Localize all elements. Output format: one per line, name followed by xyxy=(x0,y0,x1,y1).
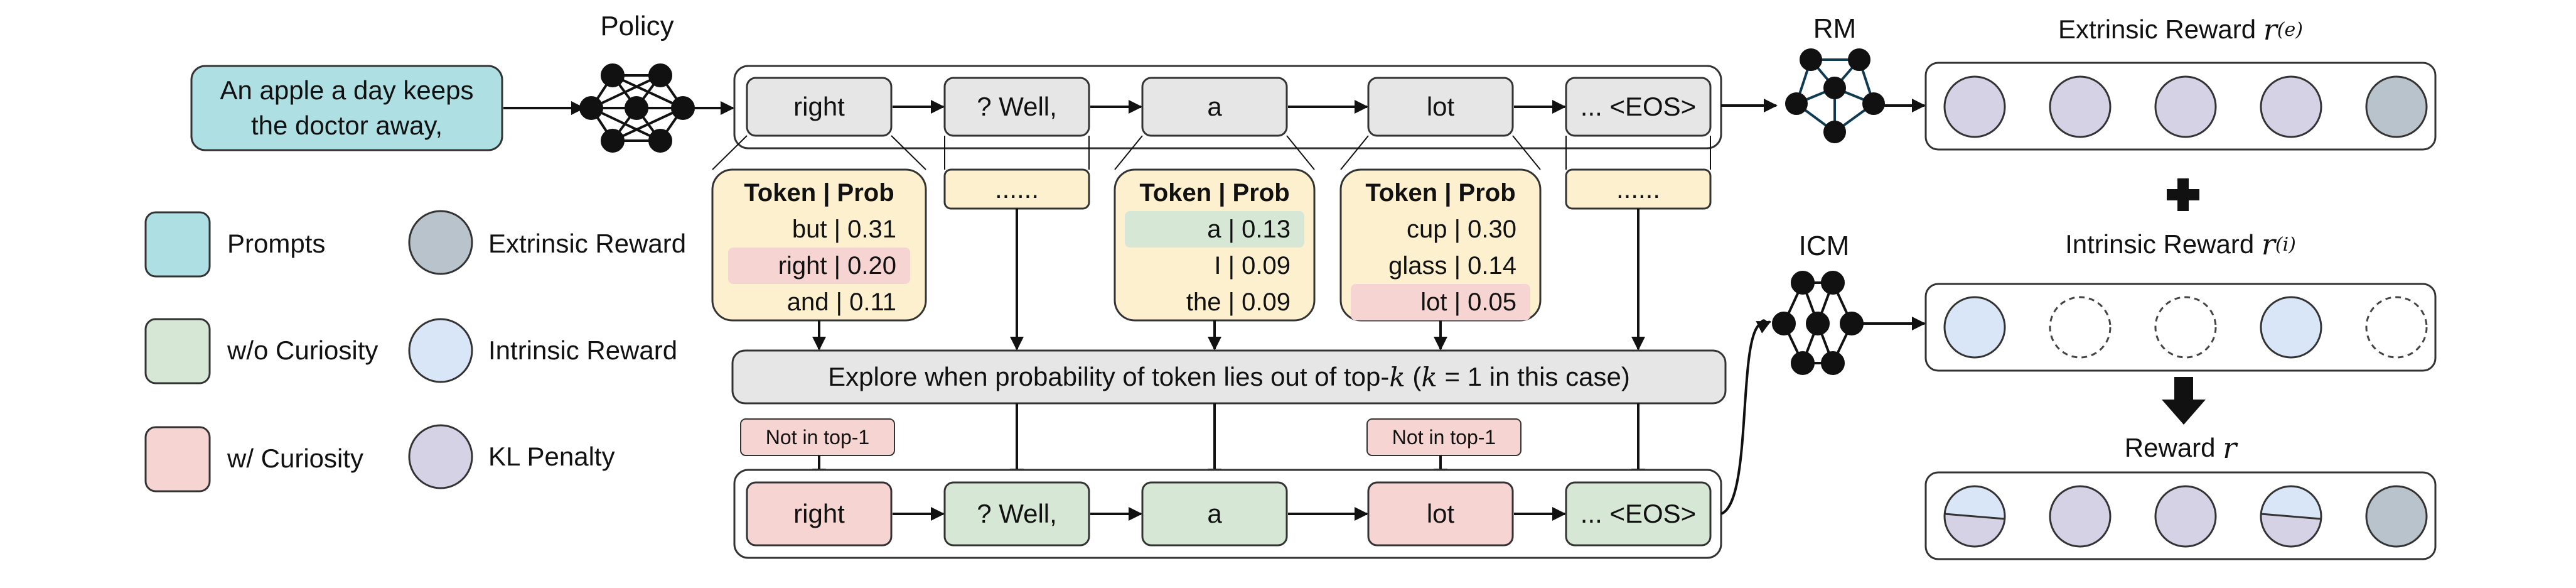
intrinsic-circle-3 xyxy=(2154,296,2217,359)
rm-network-icon xyxy=(1785,48,1885,143)
legend-intrinsic-swatch xyxy=(408,318,473,383)
policy-title: Policy xyxy=(600,11,674,41)
legend-with-curiosity-swatch xyxy=(144,426,211,493)
intrinsic-reward-title: Intrinsic Reward r(i) xyxy=(1926,222,2435,266)
explore-post: = 1 in this case) xyxy=(1437,362,1630,391)
reward-title-symbol: r xyxy=(2223,431,2237,465)
down-arrow-icon xyxy=(2162,377,2206,425)
legend-extrinsic-swatch xyxy=(408,210,473,275)
prob-table-3-row-1: cup | 0.30 xyxy=(1407,215,1516,243)
intrinsic-circle-1 xyxy=(1943,296,2006,359)
legend-kl-label: KL Penalty xyxy=(488,442,615,471)
explore-text: Explore when probability of token lies o… xyxy=(733,351,1725,403)
policy-network-icon xyxy=(579,63,695,153)
prob-table-3-row-2: glass | 0.14 xyxy=(1388,252,1516,280)
reward-circle-3 xyxy=(2154,485,2217,548)
extrinsic-circle-3 xyxy=(2154,75,2217,138)
intrinsic-title-text: Intrinsic Reward xyxy=(2065,229,2262,259)
intrinsic-title-symbol: r xyxy=(2261,227,2275,261)
legend-prompts-swatch xyxy=(144,211,211,278)
extrinsic-title-symbol: r xyxy=(2263,13,2277,46)
top-token-4: lot xyxy=(1426,92,1455,121)
explore-box xyxy=(731,349,1727,405)
prob-table-2-row-3: the | 0.09 xyxy=(1186,288,1291,316)
legend-without-curiosity-label: w/o Curiosity xyxy=(227,335,378,365)
extrinsic-reward-title: Extrinsic Reward r(e) xyxy=(1926,8,2435,52)
prob-table-1-row-2: right | 0.20 xyxy=(728,248,910,284)
ellipsis-2: ...... xyxy=(1616,174,1660,204)
prob-table-2-row-2: I | 0.09 xyxy=(1214,252,1291,280)
ellipsis-1: ...... xyxy=(994,174,1039,204)
prob-table-3-row-3: lot | 0.05 xyxy=(1351,284,1530,320)
bottom-token-4: lot xyxy=(1426,499,1455,528)
plus-icon xyxy=(2167,178,2199,211)
arrow-bottom-to-icm xyxy=(1720,319,1771,515)
top-token-box-3 xyxy=(1141,77,1288,137)
intrinsic-circle-4 xyxy=(2260,296,2322,359)
bottom-token-box-2 xyxy=(943,481,1090,547)
reward-circle-2 xyxy=(2049,485,2112,548)
bottom-token-box-4 xyxy=(1367,481,1514,547)
prob-table-2-header: Token | Prob xyxy=(1139,179,1290,207)
legend-with-curiosity-label: w/ Curiosity xyxy=(227,444,364,473)
prob-table-1: Token | Prob but | 0.31 right | 0.20 and… xyxy=(728,175,910,320)
top-token-3: a xyxy=(1207,92,1222,121)
legend-kl-swatch xyxy=(408,424,473,489)
bottom-token-2: ? Well, xyxy=(977,499,1057,528)
extrinsic-circle-1 xyxy=(1943,75,2006,138)
intrinsic-circle-5 xyxy=(2365,296,2428,359)
explore-pre: Explore when probability of token lies o… xyxy=(828,362,1390,391)
not-in-top-tag-1 xyxy=(740,418,895,456)
extrinsic-circle-4 xyxy=(2260,75,2322,138)
bottom-token-box-3 xyxy=(1141,481,1288,547)
prompt-line-1: An apple a day keeps xyxy=(220,75,474,105)
reward-title-text: Reward xyxy=(2124,433,2223,462)
icm-network-icon xyxy=(1772,271,1864,375)
prob-table-2: Token | Prob a | 0.13 I | 0.09 the | 0.0… xyxy=(1125,175,1304,320)
top-token-box-4 xyxy=(1367,77,1514,137)
not-in-top-label-1: Not in top-1 xyxy=(765,425,870,449)
legend-extrinsic-label: Extrinsic Reward xyxy=(488,229,687,258)
bottom-token-box-1 xyxy=(746,481,893,547)
legend-prompts-label: Prompts xyxy=(227,229,326,258)
bottom-token-5: ... <EOS> xyxy=(1580,499,1697,528)
prob-table-1-row-1: but | 0.31 xyxy=(792,215,896,243)
bottom-token-3: a xyxy=(1207,499,1222,528)
legend-without-curiosity-swatch xyxy=(144,318,211,384)
not-in-top-label-2: Not in top-1 xyxy=(1392,425,1496,449)
rm-title: RM xyxy=(1813,13,1857,44)
top-token-box-1 xyxy=(746,77,893,137)
top-token-box-2 xyxy=(943,77,1090,137)
explore-k: k xyxy=(1389,361,1405,393)
prob-table-2-row-1: a | 0.13 xyxy=(1125,211,1304,248)
explore-k2: k xyxy=(1421,361,1437,393)
intrinsic-title-sup: (i) xyxy=(2275,233,2296,256)
prob-table-1-header: Token | Prob xyxy=(744,179,894,207)
prompt-box xyxy=(190,65,503,151)
reward-circle-5 xyxy=(2365,485,2428,548)
prob-table-1-row-3: and | 0.11 xyxy=(786,288,896,316)
extrinsic-circle-2 xyxy=(2049,75,2112,138)
extrinsic-title-text: Extrinsic Reward xyxy=(2058,14,2263,44)
prompt-text: An apple a day keeps the doctor away, xyxy=(191,66,502,150)
extrinsic-circle-5 xyxy=(2365,75,2428,138)
intrinsic-circle-2 xyxy=(2049,296,2112,359)
reward-title: Reward r xyxy=(1926,426,2435,470)
top-token-box-5 xyxy=(1565,77,1712,137)
prob-table-3: Token | Prob cup | 0.30 glass | 0.14 lot… xyxy=(1351,175,1530,320)
bottom-token-1: right xyxy=(793,499,845,528)
top-token-5: ... <EOS> xyxy=(1580,92,1697,121)
top-token-2: ? Well, xyxy=(977,92,1057,121)
explore-mid: ( xyxy=(1405,362,1422,391)
bottom-token-box-5 xyxy=(1565,481,1712,547)
prompt-line-2: the doctor away, xyxy=(250,111,443,140)
prob-table-3-header: Token | Prob xyxy=(1365,179,1516,207)
legend-intrinsic-label: Intrinsic Reward xyxy=(488,335,678,365)
not-in-top-tag-2 xyxy=(1366,418,1521,456)
extrinsic-title-sup: (e) xyxy=(2277,18,2303,41)
icm-title: ICM xyxy=(1798,231,1850,261)
top-token-1: right xyxy=(793,92,845,121)
